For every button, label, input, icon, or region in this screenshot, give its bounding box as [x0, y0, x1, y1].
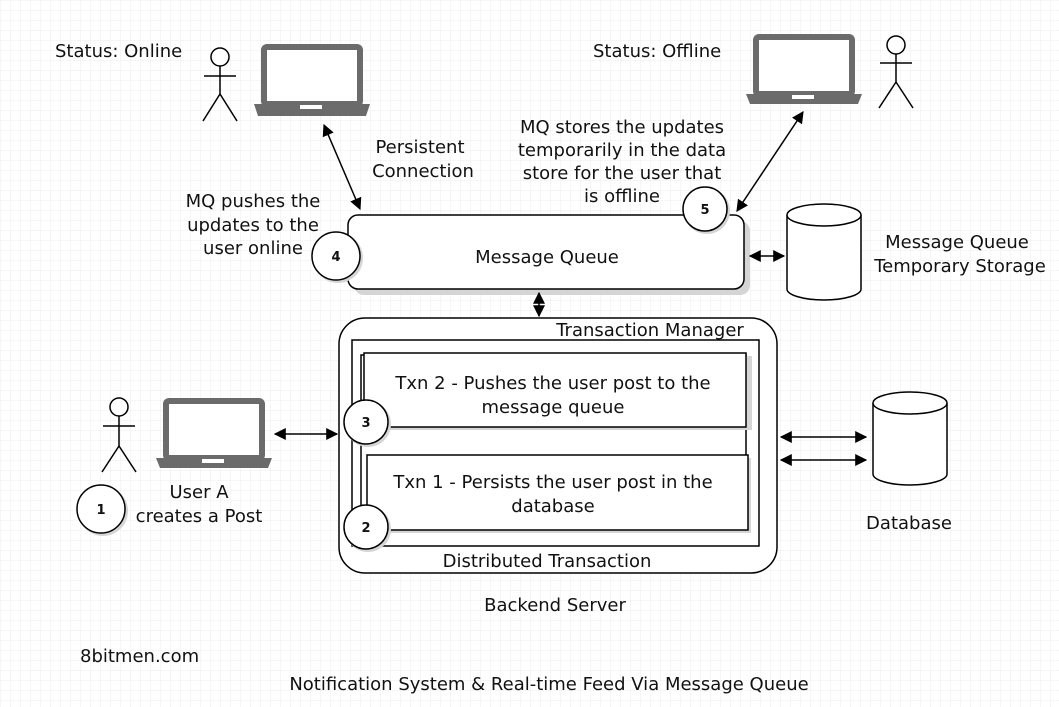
- brand-label: 8bitmen.com: [80, 646, 199, 667]
- persistent-connection-label-2: Connection: [372, 161, 474, 182]
- mq-push-label-1: MQ pushes the: [186, 191, 321, 212]
- step-5-number: 5: [700, 203, 709, 218]
- mq-push-label-3: user online: [203, 238, 303, 259]
- mq-stores-label-1: MQ stores the updates: [520, 117, 724, 138]
- mq-push-label-2: updates to the: [187, 215, 319, 236]
- user-a-label-1: User A: [169, 482, 229, 503]
- mq-storage-cylinder-icon: [786, 203, 862, 301]
- step-4-number: 4: [331, 250, 340, 265]
- mq-stores-label-2: temporarily in the data: [518, 140, 726, 161]
- laptop-online-icon: [254, 44, 370, 116]
- transaction-manager-box: [351, 339, 760, 547]
- txn2-label-2: message queue: [481, 397, 624, 418]
- user-a-label-2: creates a Post: [136, 506, 263, 527]
- user-a-actor-icon: [101, 397, 137, 473]
- step-3-badge: 3: [343, 399, 391, 447]
- mq-stores-label-4: is offline: [584, 186, 660, 207]
- laptop-offline-icon: [746, 34, 862, 104]
- backend-server-label: Backend Server: [484, 595, 626, 616]
- step-2-badge: 2: [343, 504, 391, 552]
- txn2-label-1: Txn 2 - Pushes the user post to the: [394, 373, 710, 394]
- step-1-number: 1: [96, 503, 105, 518]
- step-2-number: 2: [361, 521, 370, 536]
- status-offline-label: Status: Offline: [593, 41, 721, 62]
- offline-user-arrow: [736, 111, 804, 212]
- mq-storage-label-1: Message Queue: [885, 232, 1029, 253]
- status-online-label: Status: Online: [55, 41, 182, 62]
- step-3-number: 3: [361, 416, 370, 431]
- persistent-connection-label-1: Persistent: [375, 137, 464, 158]
- user-online-actor-icon: [202, 47, 238, 122]
- step-5-badge: 5: [682, 186, 730, 234]
- distributed-transaction-label: Distributed Transaction: [443, 551, 652, 572]
- persistent-connection-arrow: [322, 123, 362, 211]
- mq-stores-label-3: store for the user that: [523, 163, 722, 184]
- step-1-badge: 1: [76, 484, 128, 536]
- step-4-badge: 4: [311, 231, 363, 283]
- database-cylinder-icon: [872, 391, 948, 486]
- user-offline-actor-icon: [878, 35, 914, 109]
- mq-storage-label-2: Temporary Storage: [873, 256, 1046, 277]
- transaction-manager-label: Transaction Manager: [555, 320, 744, 341]
- txn1-box: [366, 454, 749, 531]
- txn2-box: [363, 352, 747, 428]
- txn1-label-1: Txn 1 - Persists the user post in the: [392, 472, 712, 493]
- diagram-title: Notification System & Real-time Feed Via…: [289, 674, 808, 695]
- message-queue-label: Message Queue: [475, 247, 619, 268]
- laptop-user-a-icon: [156, 398, 272, 468]
- database-label: Database: [866, 513, 952, 534]
- txn1-label-2: database: [511, 496, 594, 517]
